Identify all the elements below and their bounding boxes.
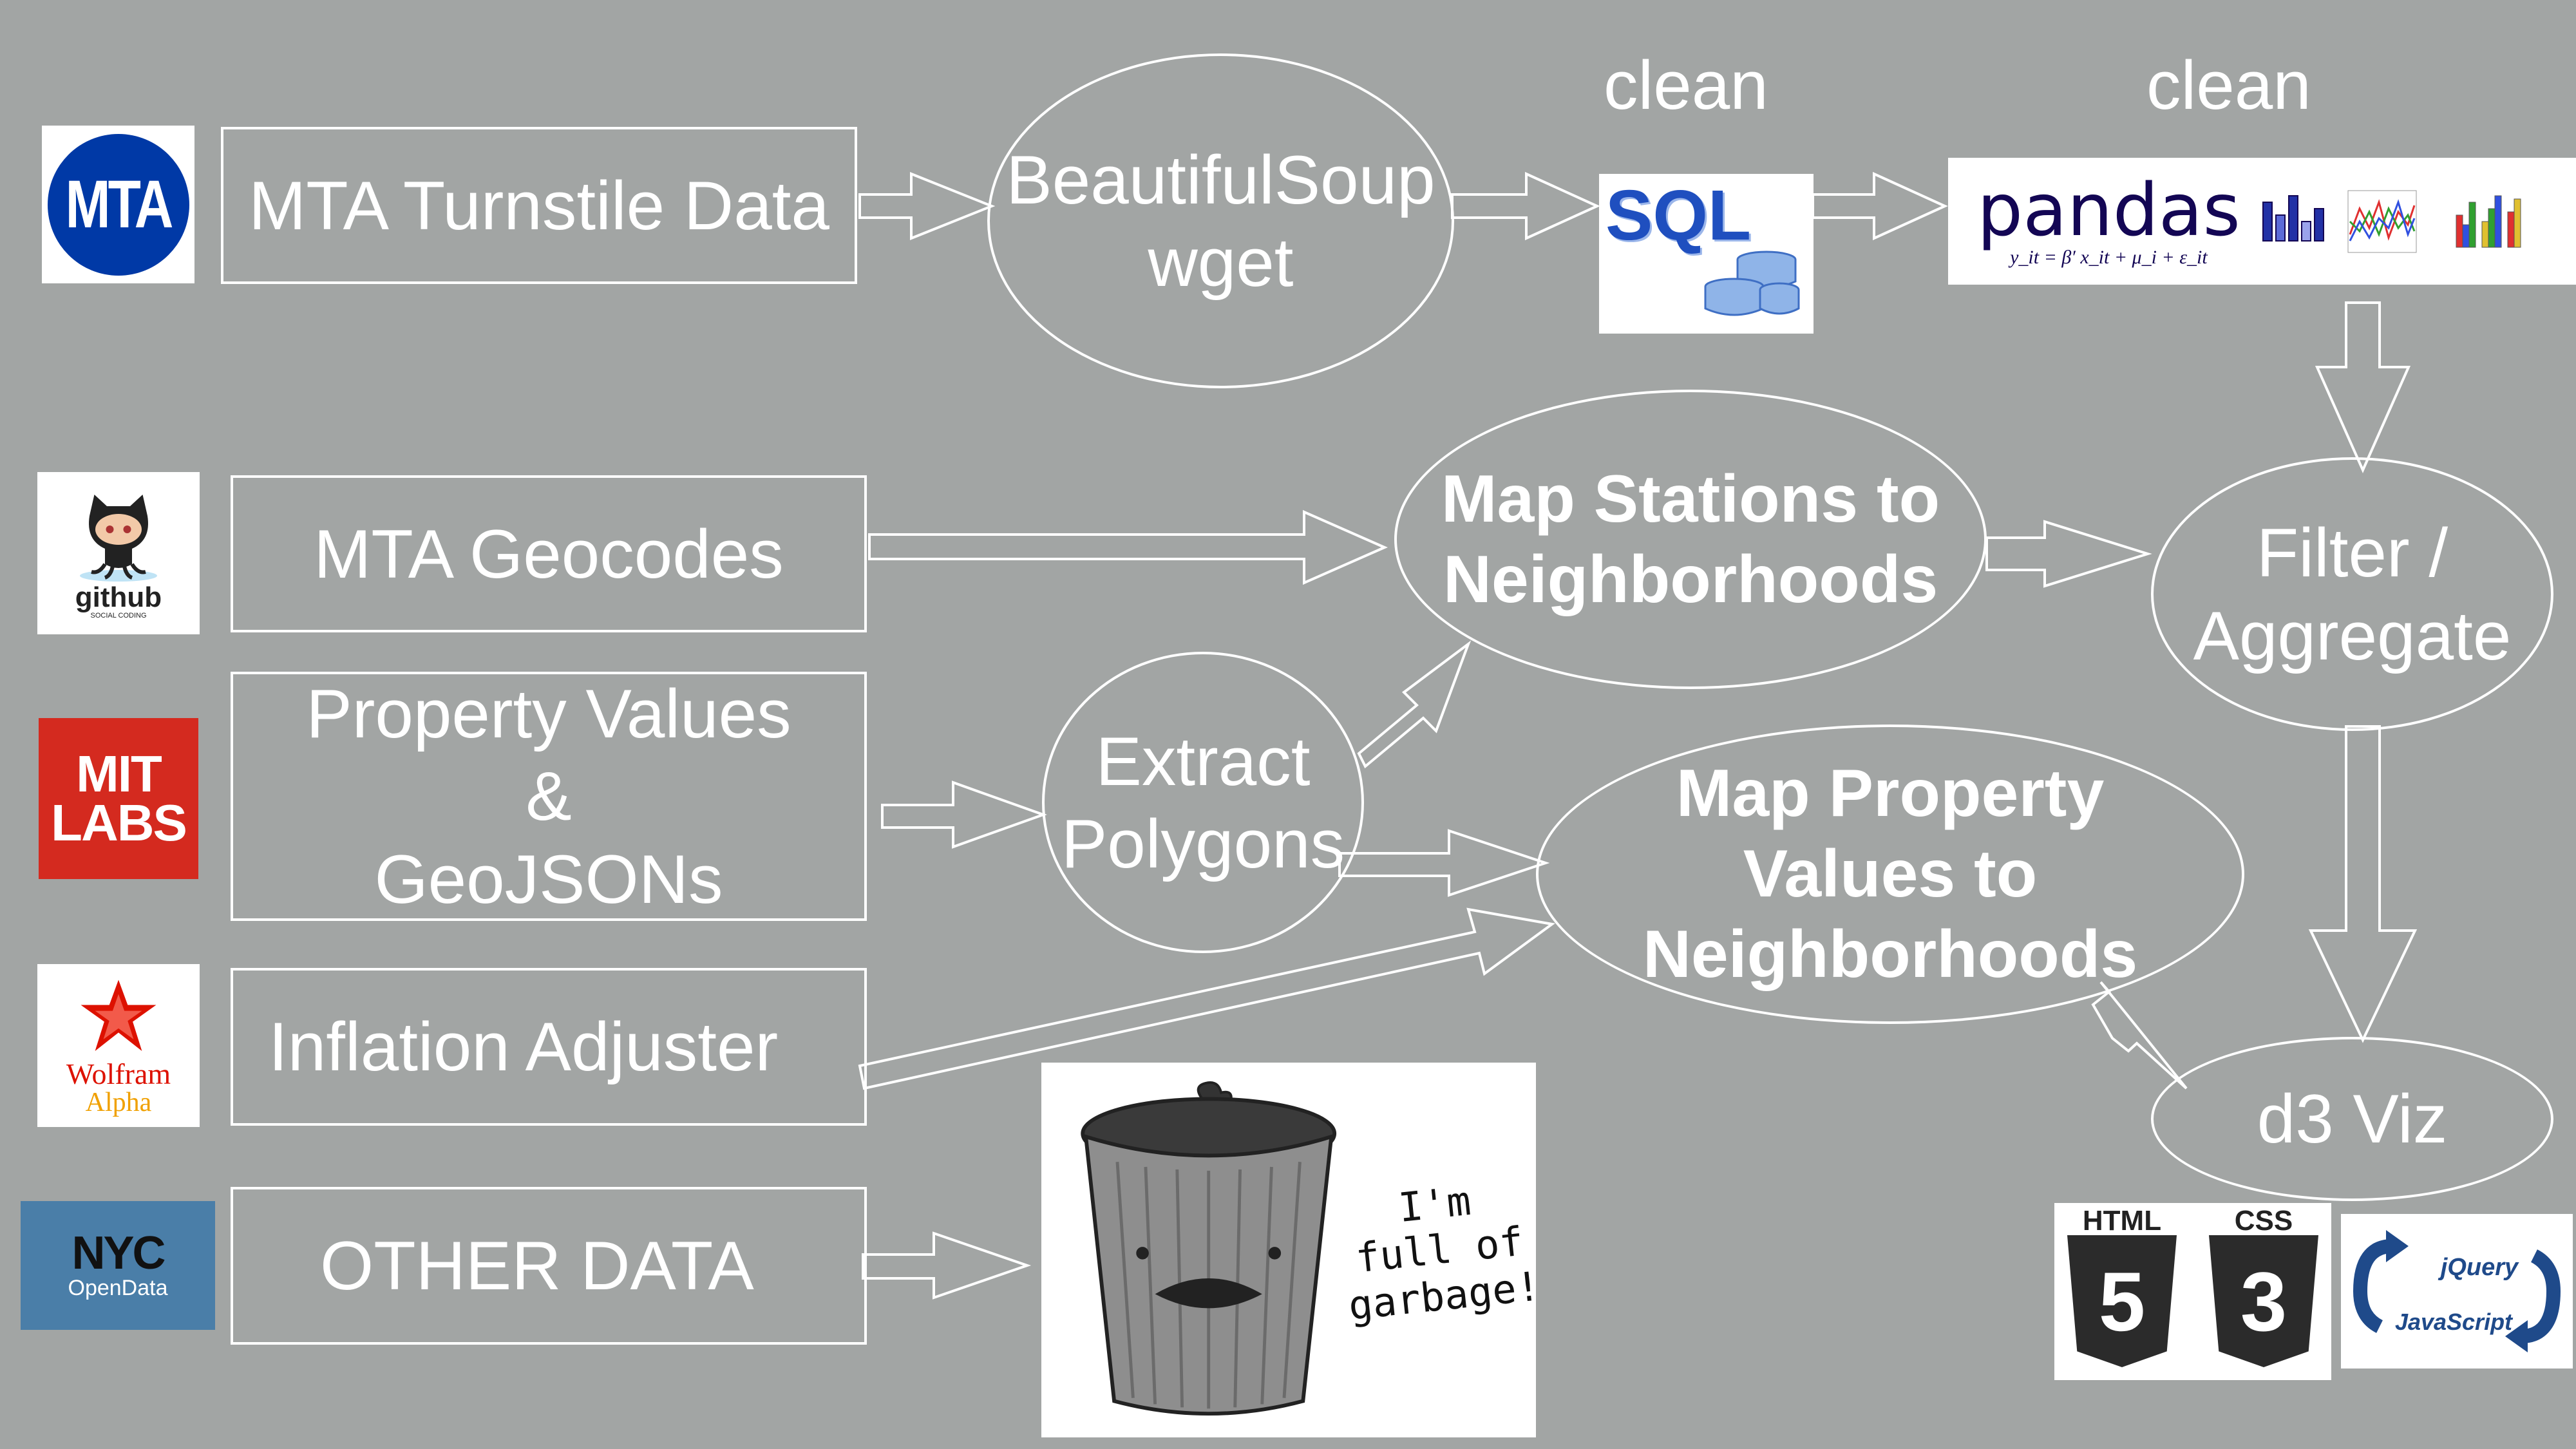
wolfram-star-icon <box>80 980 156 1051</box>
node-map-property-line1: Map Property <box>1676 756 2105 831</box>
arrow-other-to-garbage <box>862 1231 1032 1300</box>
garbage-caption-line1: I'm <box>1396 1177 1473 1232</box>
pandas-heatmap-icon <box>2262 194 2324 242</box>
nyc-logo-text: NYC <box>71 1227 166 1280</box>
mit-labs-logo: MIT LABS <box>39 718 198 879</box>
sql-logo: SQL <box>1599 174 1814 334</box>
clean-label-pandas: clean <box>2146 46 2311 124</box>
arrow-pandas-to-filter <box>2315 301 2411 473</box>
github-logo-subtext: SOCIAL CODING <box>90 612 147 620</box>
css3-badge: CSS 3 <box>2199 1207 2328 1367</box>
node-filter-aggregate: Filter / Aggregate <box>2151 457 2553 731</box>
node-extract-polygons: Extract Polygons <box>1042 652 1364 953</box>
mta-logo: MTA <box>42 126 194 283</box>
html5-css3-logo: HTML 5 CSS 3 <box>2054 1203 2331 1380</box>
database-icon <box>1704 251 1800 316</box>
pandas-logo: pandas y_it = β′ x_it + μ_i + ε_it <box>1948 158 2576 285</box>
box-mta-turnstile: MTA Turnstile Data <box>221 127 857 284</box>
node-map-property: Map Property Values to Neighborhoods <box>1536 724 2244 1024</box>
arrow-extract-to-stations <box>1357 640 1472 769</box>
box-mta-turnstile-label: MTA Turnstile Data <box>249 166 829 244</box>
nyc-opendata-logo: NYC OpenData <box>21 1201 215 1330</box>
html5-number: 5 <box>2098 1254 2146 1349</box>
arrow-stations-to-filter <box>1985 520 2152 588</box>
arrow-property-to-extract <box>881 781 1047 849</box>
css3-shield: 3 <box>2209 1235 2318 1367</box>
html5-label: HTML <box>2082 1205 2162 1236</box>
arrow-turnstile-to-soup <box>858 172 996 240</box>
mta-logo-circle: MTA <box>47 133 189 276</box>
node-d3-label: d3 Viz <box>2257 1080 2448 1158</box>
garbage-caption: I'm full of garbage! <box>1337 1171 1536 1329</box>
box-other-label: OTHER DATA <box>320 1227 754 1305</box>
html5-shield: 5 <box>2067 1235 2177 1367</box>
mta-logo-text: MTA <box>65 166 174 242</box>
arrow-sql-to-pandas <box>1812 171 1948 241</box>
box-other-data: OTHER DATA <box>231 1187 867 1345</box>
octocat-icon <box>80 495 157 582</box>
node-extract-line1: Extract <box>1095 722 1311 800</box>
javascript-text: JavaScript <box>2395 1309 2514 1335</box>
css3-number: 3 <box>2240 1254 2287 1349</box>
mit-logo-line1: MIT <box>76 745 162 802</box>
box-mta-geocodes-label: MTA Geocodes <box>314 515 784 592</box>
nyc-logo-subtext: OpenData <box>68 1276 168 1301</box>
box-property-line3: GeoJSONs <box>374 840 723 918</box>
jquery-javascript-logo: jQuery JavaScript <box>2341 1214 2573 1368</box>
node-beautifulsoup-line2: wget <box>1148 223 1294 301</box>
garbage-can-image: I'm full of garbage! <box>1041 1063 1536 1437</box>
wolfram-alpha-logo: Wolfram Alpha <box>37 964 200 1127</box>
node-beautifulsoup: BeautifulSoup wget <box>987 53 1454 388</box>
node-map-stations-line1: Map Stations to <box>1441 461 1940 536</box>
wolfram-logo-line1: Wolfram <box>66 1057 171 1090</box>
garbage-can-icon <box>1081 1081 1337 1416</box>
node-map-stations-line2: Neighborhoods <box>1443 542 1938 617</box>
arrow-geocodes-to-stations <box>868 509 1388 585</box>
arrow-filter-to-d3 <box>2308 725 2418 1043</box>
box-property-line2: & <box>526 757 572 835</box>
arrow-property-to-d3 <box>2091 981 2188 1090</box>
node-filter-line2: Aggregate <box>2193 596 2512 674</box>
jquery-text: jQuery <box>2438 1254 2519 1281</box>
github-logo-text: github <box>75 582 162 613</box>
wolfram-logo-line2: Alpha <box>85 1087 152 1117</box>
jquery-cycle-icon: jQuery JavaScript <box>2353 1230 2561 1352</box>
arrow-inflation-to-property <box>858 907 1555 1090</box>
box-inflation-adjuster: Inflation Adjuster <box>231 968 867 1126</box>
mit-logo-line2: LABS <box>51 794 187 851</box>
html5-badge: HTML 5 <box>2058 1207 2186 1367</box>
pandas-wordmark: pandas y_it = β′ x_it + μ_i + ε_it <box>1977 175 2240 269</box>
box-property-line1: Property Values <box>306 674 791 752</box>
pandas-formula-text: y_it = β′ x_it + μ_i + ε_it <box>2010 246 2208 268</box>
node-beautifulsoup-line1: BeautifulSoup <box>1006 140 1435 218</box>
sql-logo-text: SQL <box>1605 176 1752 255</box>
pandas-logo-text: pandas <box>1977 168 2240 252</box>
css3-label: CSS <box>2234 1205 2293 1236</box>
arrow-extract-to-property <box>1338 829 1550 897</box>
box-mta-geocodes: MTA Geocodes <box>231 475 867 632</box>
node-map-stations: Map Stations to Neighborhoods <box>1394 390 1987 689</box>
pandas-3dbar-icon <box>2456 195 2521 247</box>
node-map-property-line3: Neighborhoods <box>1642 916 2138 992</box>
node-extract-line2: Polygons <box>1061 805 1345 882</box>
node-filter-line1: Filter / <box>2256 514 2448 592</box>
github-logo: github SOCIAL CODING <box>37 472 200 634</box>
arrow-soup-to-sql <box>1451 171 1600 241</box>
box-property-values: Property Values & GeoJSONs <box>231 672 867 921</box>
box-inflation-label: Inflation Adjuster <box>269 1008 779 1086</box>
pandas-lineplot-icon <box>2347 190 2417 252</box>
node-map-property-line2: Values to <box>1743 837 2038 912</box>
node-d3-viz: d3 Viz <box>2151 1037 2553 1201</box>
clean-label-sql: clean <box>1604 46 1768 124</box>
